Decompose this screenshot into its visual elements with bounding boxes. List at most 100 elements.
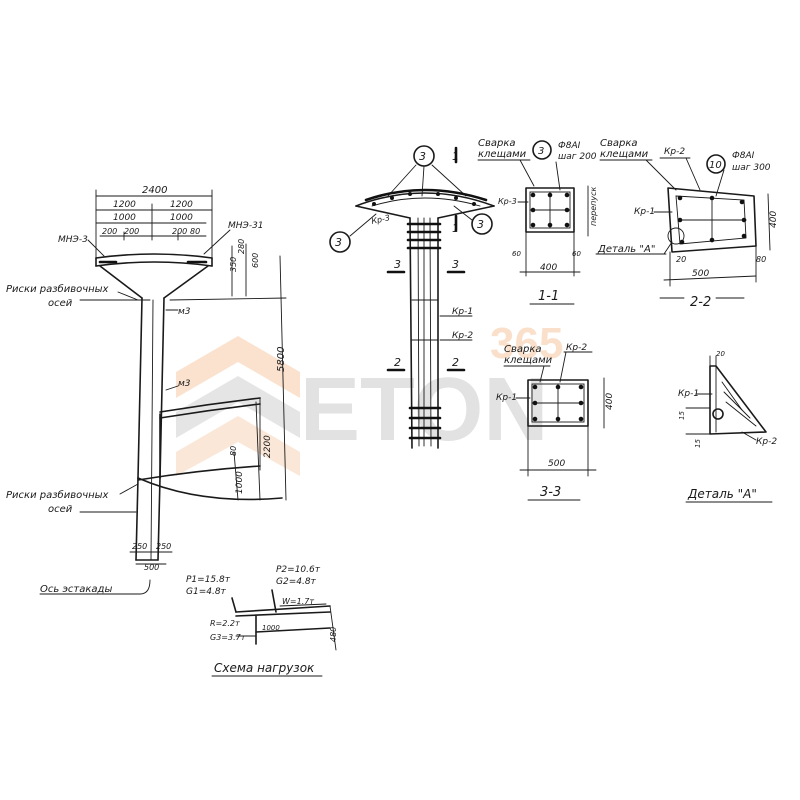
- s11-title: 1-1: [538, 289, 559, 304]
- dim-250-left: 250: [132, 542, 147, 551]
- s22-detail-ref: Деталь "А": [597, 244, 655, 255]
- da-dim-15-b: 15: [694, 439, 702, 448]
- s11-kr3: Кр-3: [498, 197, 517, 206]
- section-2-2: Сварка клещами Кр-2 10 Ф8АI шаг 300 Кр-1…: [595, 138, 779, 310]
- load-p1: P1=15.8т: [186, 575, 231, 585]
- s33-kr2: Кр-2: [566, 343, 587, 353]
- s33-dim-400: 400: [605, 393, 615, 410]
- s22-title: 2-2: [690, 295, 711, 310]
- section-3-3: Сварка клещами Кр-2 Кр-1 400 500 3-3: [496, 343, 615, 501]
- watermark-number: 365: [490, 319, 563, 368]
- s33-kr1: Кр-1: [496, 393, 517, 403]
- s11-weld-line2: клещами: [478, 149, 527, 160]
- s22-weld-line2: клещами: [600, 149, 649, 160]
- kr1-label: Кр-1: [452, 307, 473, 317]
- watermark-logo-icon: [176, 336, 300, 476]
- s33-title: 3-3: [540, 485, 561, 500]
- s33-weld-line2: клещами: [504, 355, 553, 366]
- load-dim-1000: 1000: [262, 624, 280, 632]
- axis-marks-top-line1: Риски разбивочных: [6, 283, 109, 295]
- s22-dim-500: 500: [692, 269, 709, 279]
- s22-kr2: Кр-2: [664, 147, 685, 157]
- dim-200-b: 200: [124, 227, 139, 236]
- detail-a-marker: [667, 227, 685, 245]
- callout-left-number: 3: [335, 236, 342, 249]
- dim-200-c: 200: [172, 227, 187, 236]
- s22-bar-line1: Ф8АI: [732, 151, 755, 161]
- s22-weld-line1: Сварка: [600, 138, 638, 149]
- callout-right-number: 3: [477, 218, 484, 231]
- trestle-axis-label: Ось эстакады: [40, 584, 112, 595]
- embed-m3-upper: м3: [178, 307, 191, 317]
- s22-dim-20: 20: [676, 255, 686, 264]
- load-r: R=2.2т: [210, 619, 240, 628]
- s11-dim-60-left: 60: [512, 250, 521, 258]
- dim-1000-right: 1000: [170, 213, 193, 223]
- dim-1200-left: 1200: [113, 200, 136, 210]
- da-kr2: Кр-2: [756, 437, 777, 447]
- dim-350: 350: [229, 257, 238, 272]
- axis-marks-bottom-line1: Риски разбивочных: [6, 489, 109, 501]
- s11-dim-60-right: 60: [572, 250, 581, 258]
- s22-callout-number: 10: [709, 160, 722, 171]
- dim-600: 600: [251, 253, 260, 268]
- load-w: W=1.7т: [282, 597, 314, 606]
- axis-marks-top-line2: осей: [48, 298, 73, 309]
- dim-2200: 2200: [263, 435, 273, 458]
- s22-dim-80: 80: [756, 255, 766, 264]
- kr2-label: Кр-2: [452, 331, 473, 341]
- dim-5800: 5800: [276, 347, 287, 372]
- dim-280: 280: [237, 239, 246, 254]
- s11-bar-line1: Ф8АI: [558, 141, 581, 151]
- s11-dim-400: 400: [540, 263, 557, 273]
- embed-label-left: МНЭ-3: [58, 235, 88, 245]
- stirrups-top: [406, 222, 442, 250]
- dim-500: 500: [144, 563, 159, 572]
- s11-side-label: перепуск: [589, 186, 598, 226]
- s11-bar-line2: шаг 200: [558, 152, 597, 162]
- dim-1000-left: 1000: [113, 213, 136, 223]
- da-kr1: Кр-1: [678, 389, 699, 399]
- s33-dim-500: 500: [548, 459, 565, 469]
- callout-circle-right: [471, 213, 493, 235]
- dim-80: 80: [190, 227, 200, 236]
- load-dim-480: 480: [329, 627, 338, 642]
- da-title: Деталь "А": [687, 487, 757, 501]
- s22-kr1: Кр-1: [634, 207, 655, 217]
- detail-a: 20 Кр-1 15 15 Кр-2 Деталь "А": [678, 350, 777, 503]
- load-g2: G2=4.8т: [276, 577, 317, 587]
- embed-label-right: МНЭ-31: [228, 221, 264, 231]
- load-p2: P2=10.6т: [276, 565, 321, 575]
- da-bar-circle: [712, 408, 724, 420]
- s22-bar-line2: шаг 300: [732, 163, 771, 173]
- callout-circle-left: [329, 231, 351, 253]
- section-2-left: 2: [394, 356, 401, 369]
- callout-top-number: 3: [419, 150, 426, 163]
- embed-m3-lower: м3: [178, 379, 191, 389]
- section-3-right: 3: [452, 258, 459, 271]
- s33-weld-line1: Сварка: [504, 344, 542, 355]
- da-dim-15-a: 15: [678, 411, 686, 420]
- da-dim-20: 20: [716, 350, 725, 358]
- section-1-1: Сварка клещами 3 Ф8АI шаг 200 Кр-3 переп…: [477, 138, 598, 305]
- s11-weld-line1: Сварка: [478, 138, 516, 149]
- load-g1: G1=4.8т: [186, 587, 227, 597]
- load-scheme: P1=15.8т G1=4.8т P2=10.6т G2=4.8т W=1.7т…: [186, 565, 338, 677]
- kr3-label: Кр-3: [371, 213, 391, 226]
- s22-callout-circle: [706, 154, 726, 174]
- section-2-right: 2: [452, 356, 459, 369]
- load-scheme-title: Схема нагрузок: [214, 661, 315, 675]
- dim-1000-vert: 1000: [235, 471, 245, 494]
- dim-1200-right: 1200: [170, 200, 193, 210]
- s11-callout-circle: [532, 140, 552, 160]
- s11-callout-number: 3: [538, 146, 544, 157]
- axis-marks-bottom-line2: осей: [48, 504, 73, 515]
- stirrups-bottom: [408, 406, 442, 440]
- section-3-left: 3: [394, 258, 401, 271]
- dim-200-a: 200: [102, 227, 117, 236]
- s22-dim-400: 400: [769, 211, 779, 228]
- dim-2400: 2400: [142, 185, 167, 196]
- column-elevation: 2400 1200 1200 1000 1000 200 200 200 80 …: [6, 185, 287, 595]
